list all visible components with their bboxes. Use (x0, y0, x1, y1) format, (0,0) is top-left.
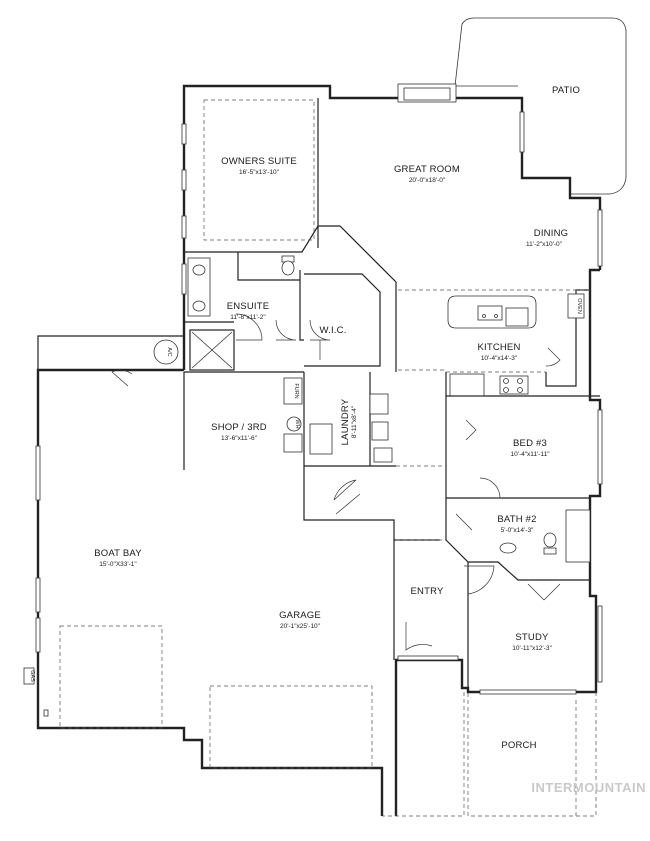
entry-label: ENTRY (410, 586, 443, 597)
shop-size: 13'-6"x11'-6" (221, 435, 258, 442)
great-room-size: 20'-0"x18'-0" (409, 177, 446, 184)
shop-label: SHOP / 3RD (211, 422, 267, 433)
patio-outline (454, 17, 627, 195)
bath2-label: BATH #2 (497, 514, 536, 525)
ensuite-label: ENSUITE (227, 301, 270, 312)
kitchen-size: 10'-4"x14'-3" (481, 355, 518, 362)
porch-label: PORCH (501, 740, 536, 751)
ceiling-lines (59, 99, 597, 817)
bed3-size: 10'-4"x11'-11" (510, 451, 550, 458)
boat-bay-size: 15'-0"X33'-1" (99, 561, 137, 568)
owners-suite-size: 16'-5"x13'-10" (239, 169, 280, 176)
furnace-label: FURN (293, 383, 299, 398)
room-labels: PATIO OWNERS SUITE 16'-5"x13'-10" GREAT … (94, 85, 580, 751)
bath2-size: 5'-0"x14'-3" (501, 527, 534, 534)
oven-label: OVEN (576, 298, 582, 314)
dining-label: DINING (534, 228, 568, 239)
interior-walls (183, 98, 600, 692)
ensuite-size: 11'-8"x11'-2" (230, 314, 266, 321)
kitchen-label: KITCHEN (477, 342, 520, 353)
laundry-size: 8'-11"x8'-4" (351, 405, 358, 438)
garage-label: GARAGE (279, 610, 321, 621)
boat-bay-label: BOAT BAY (94, 548, 142, 559)
dining-size: 11'-2"x10'-0" (526, 241, 563, 248)
water-heater-label: WH (294, 419, 300, 428)
bed3-label: BED #3 (513, 438, 547, 449)
garage-size: 20'-1"x25'-10" (280, 623, 321, 630)
owners-suite-label: OWNERS SUITE (221, 156, 297, 167)
doors (111, 313, 561, 651)
gas-label: GAS (29, 670, 35, 682)
study-label: STUDY (515, 632, 549, 643)
study-size: 10'-11"x12'-3" (512, 645, 552, 652)
watermark: INTERMOUNTAIN (531, 780, 646, 795)
great-room-label: GREAT ROOM (394, 164, 460, 175)
wic-label: W.I.C. (319, 325, 346, 336)
ac-label: A/C (166, 347, 172, 356)
laundry-label: LAUNDRY (340, 398, 351, 445)
fixture-labels: OVEN A/C FURN WH GAS (29, 298, 582, 682)
patio-label: PATIO (552, 85, 580, 96)
fixtures (23, 87, 591, 717)
